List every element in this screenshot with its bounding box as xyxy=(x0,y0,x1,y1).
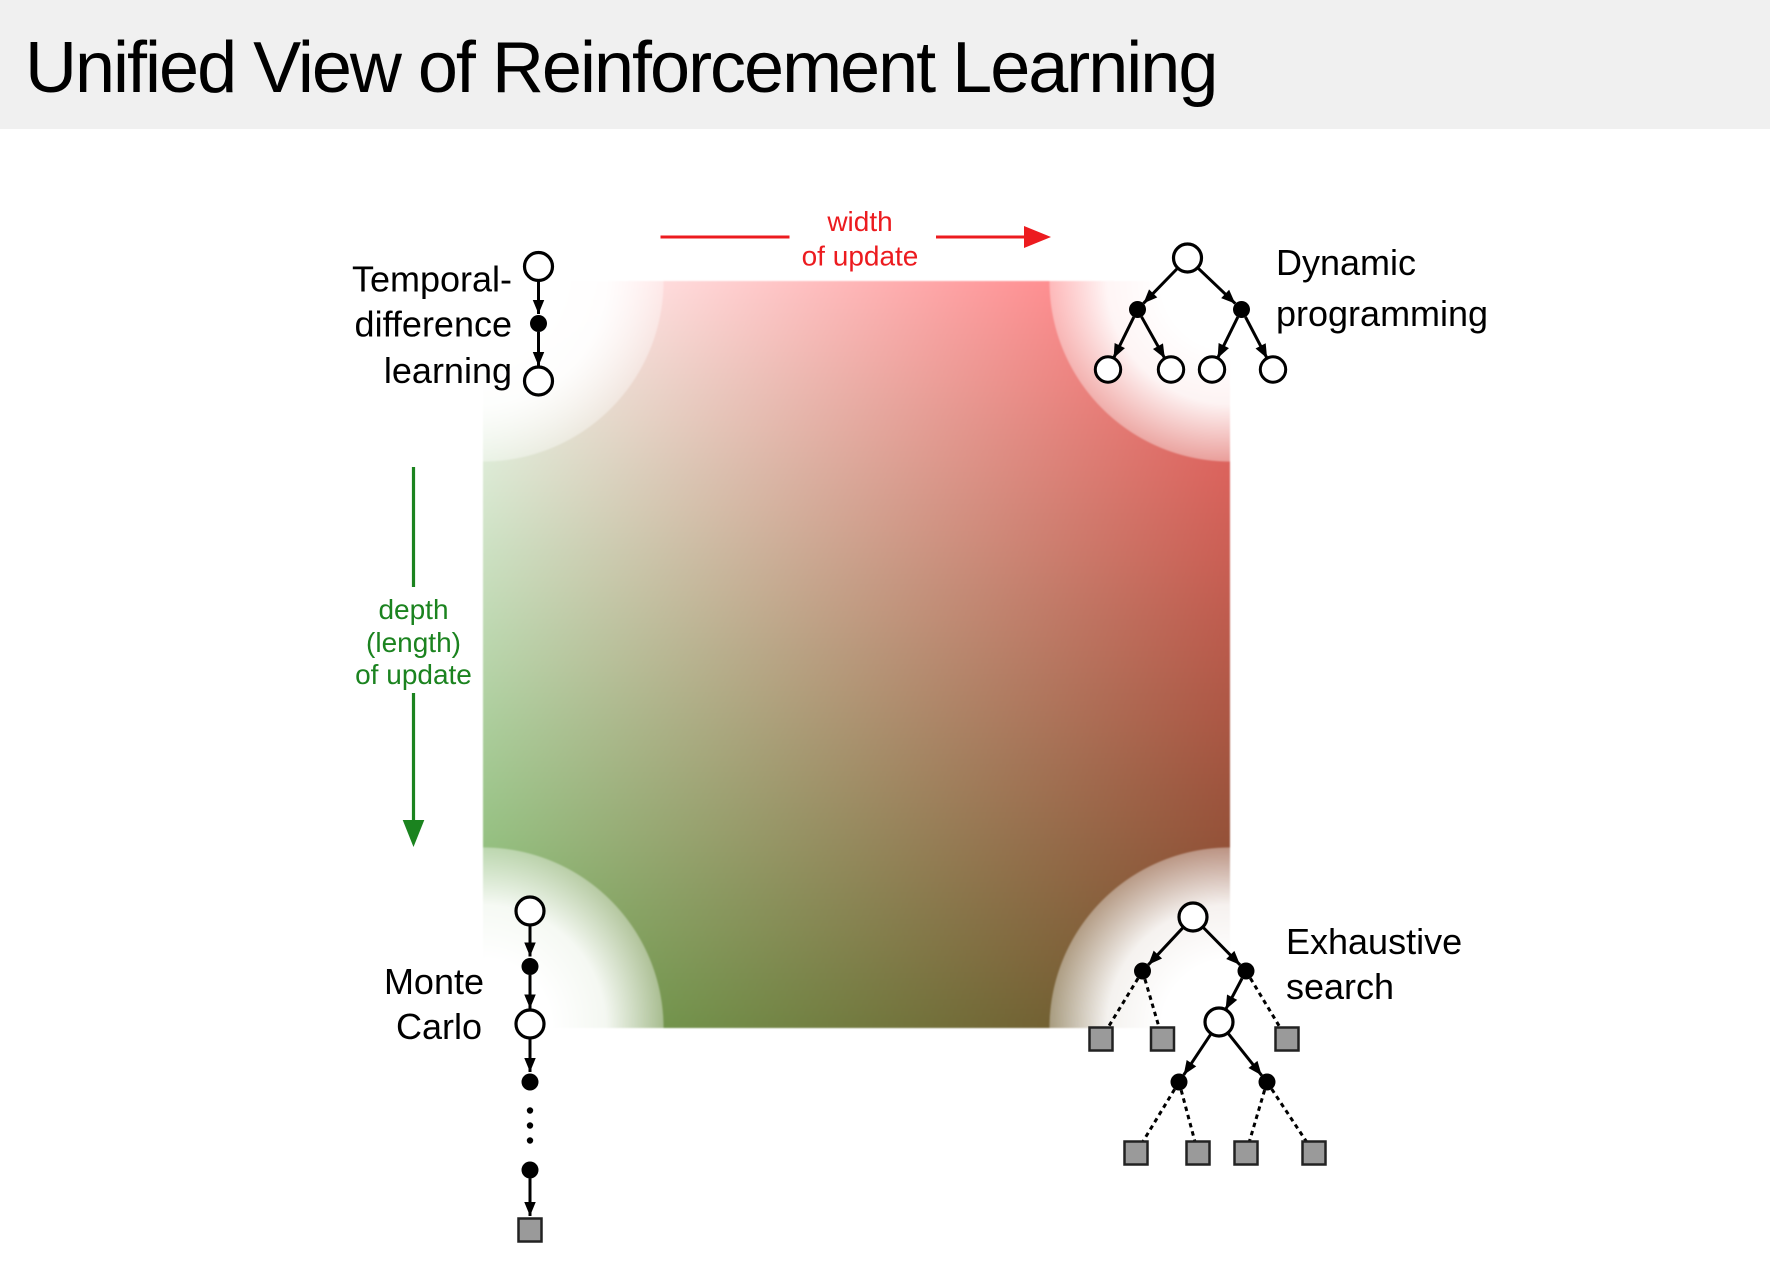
svg-text:Exhaustive: Exhaustive xyxy=(1286,921,1462,962)
svg-text:search: search xyxy=(1286,966,1394,1007)
svg-text:of update: of update xyxy=(802,241,919,272)
svg-text:Monte: Monte xyxy=(384,961,484,1002)
svg-text:Dynamic: Dynamic xyxy=(1276,242,1416,283)
svg-text:(length): (length) xyxy=(366,627,461,658)
svg-text:of update: of update xyxy=(355,659,472,690)
svg-text:programming: programming xyxy=(1276,293,1488,334)
svg-text:difference: difference xyxy=(355,304,512,345)
svg-text:Carlo: Carlo xyxy=(396,1006,482,1047)
svg-text:Temporal-: Temporal- xyxy=(352,259,512,300)
svg-text:width: width xyxy=(826,206,892,237)
svg-text:learning: learning xyxy=(384,350,512,391)
svg-text:depth: depth xyxy=(378,594,448,625)
